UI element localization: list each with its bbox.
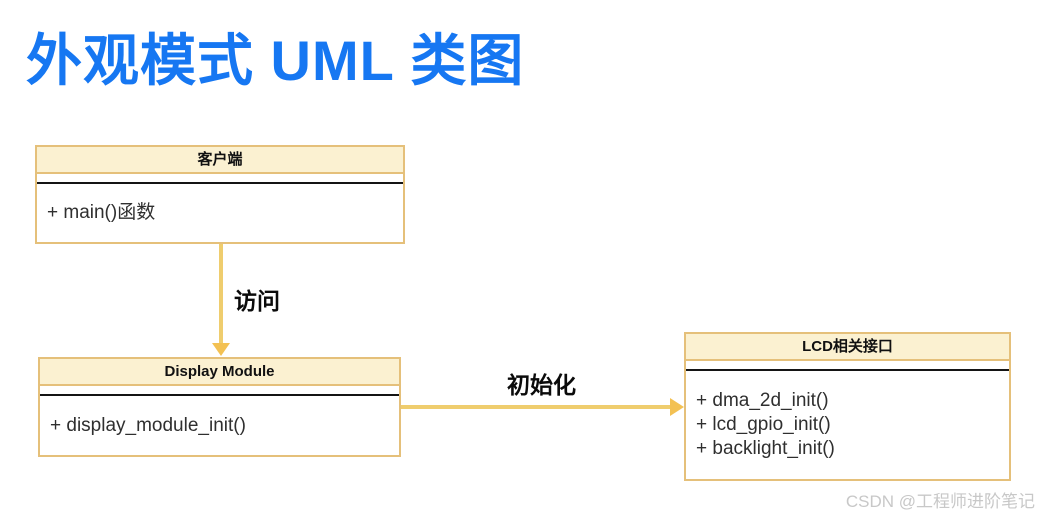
- class-method: + display_module_init(): [50, 414, 246, 436]
- class-attributes-empty: [686, 361, 1009, 371]
- class-title-lcd-interfaces: LCD相关接口: [686, 334, 1009, 361]
- relation-label-access: 访问: [234, 288, 280, 314]
- class-method: + lcd_gpio_init(): [696, 414, 831, 435]
- class-attributes-empty: [37, 174, 403, 184]
- class-methods-lcd-interfaces: + dma_2d_init() + lcd_gpio_init() + back…: [686, 371, 1009, 479]
- class-title-client: 客户端: [37, 147, 403, 174]
- class-methods-display-module: + display_module_init(): [40, 396, 399, 455]
- class-method: + main()函数: [47, 202, 156, 223]
- class-title-display-module: Display Module: [40, 359, 399, 386]
- relation-arrow-init-shaft: [401, 405, 672, 409]
- class-box-lcd-interfaces: LCD相关接口 + dma_2d_init() + lcd_gpio_init(…: [684, 332, 1011, 481]
- class-method: + dma_2d_init(): [696, 390, 829, 411]
- arrow-down-icon: [212, 343, 230, 356]
- class-attributes-empty: [40, 386, 399, 396]
- relation-label-init: 初始化: [507, 372, 576, 398]
- relation-arrow-access-shaft: [219, 244, 223, 344]
- class-box-client: 客户端 + main()函数: [35, 145, 405, 244]
- watermark-text: CSDN @工程师进阶笔记: [845, 492, 1035, 511]
- arrow-right-icon: [670, 398, 684, 416]
- page-title: 外观模式 UML 类图: [26, 29, 525, 92]
- class-methods-client: + main()函数: [37, 184, 403, 242]
- class-box-display-module: Display Module + display_module_init(): [38, 357, 401, 457]
- class-method: + backlight_init(): [696, 438, 835, 459]
